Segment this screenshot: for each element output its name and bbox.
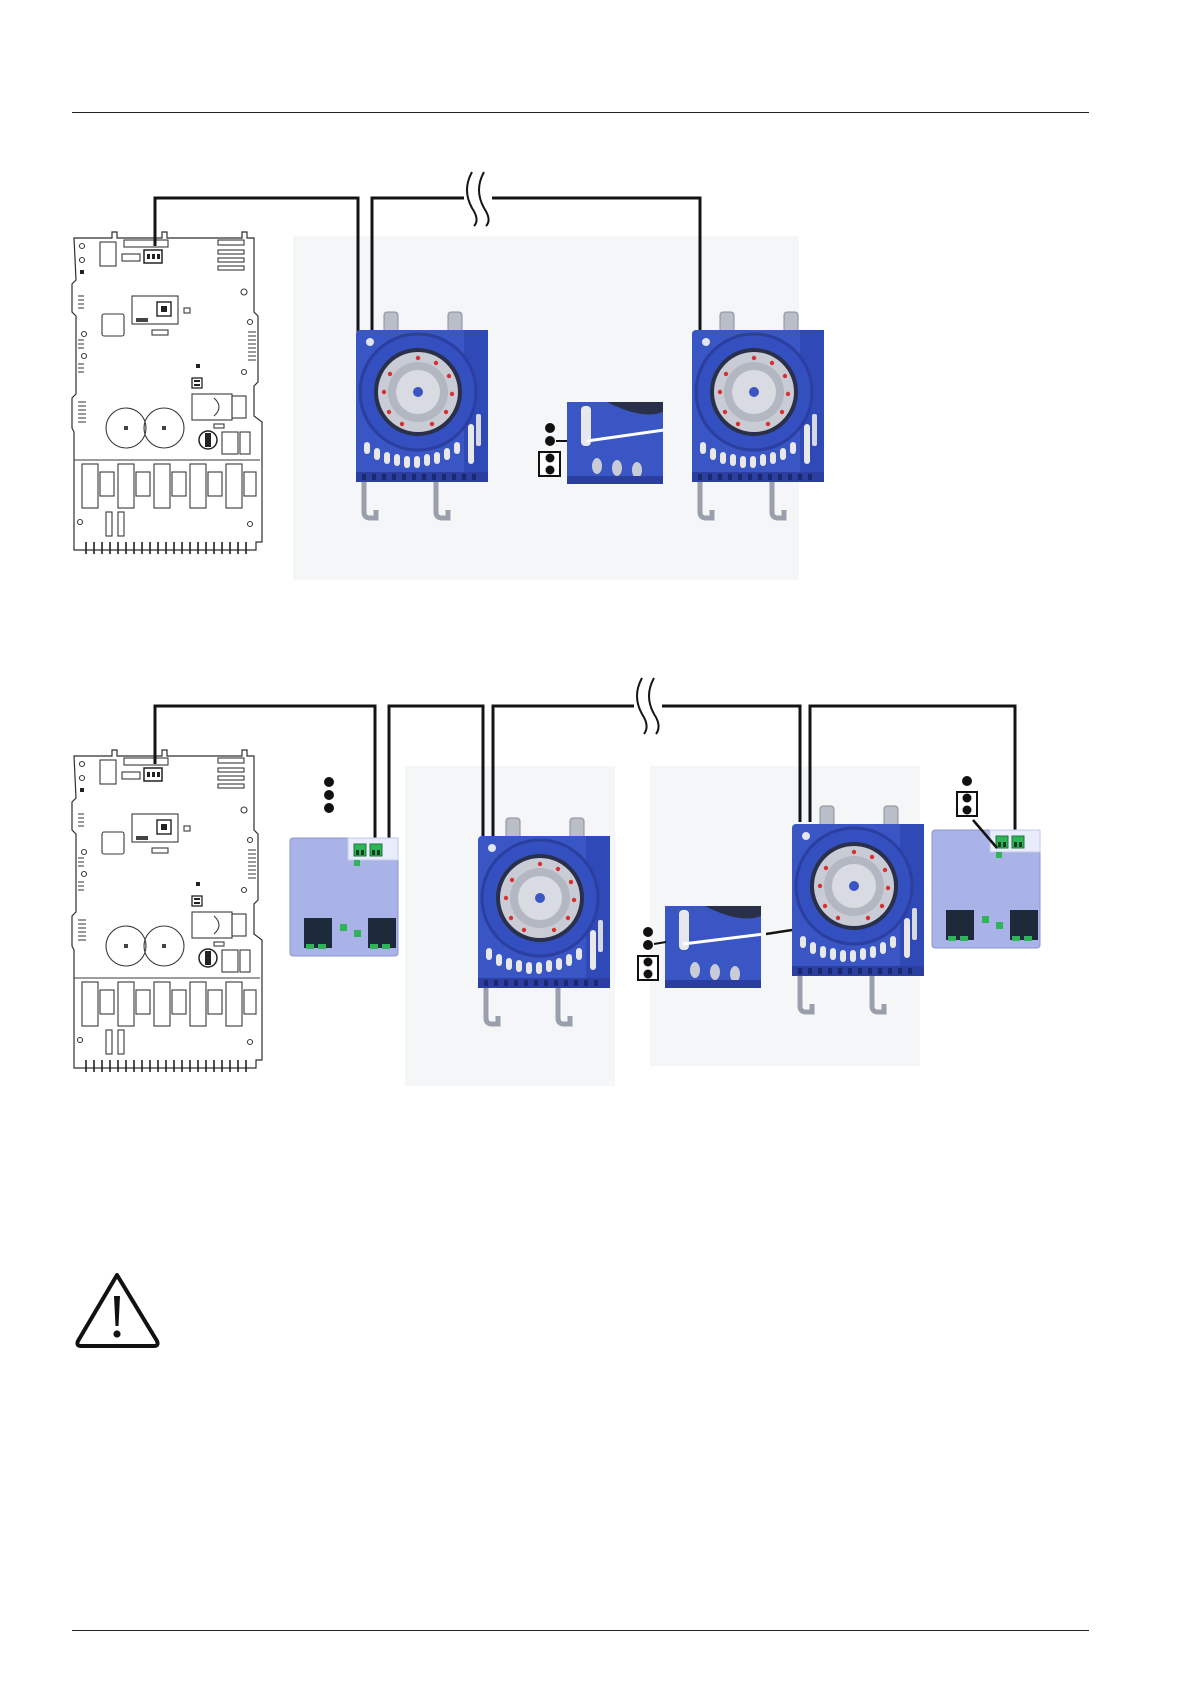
jumper-inset bbox=[567, 402, 663, 484]
expansion-module bbox=[932, 830, 1040, 948]
wire-break-icon bbox=[634, 678, 662, 734]
jumper-inset bbox=[665, 906, 761, 988]
jumper-open-icon bbox=[324, 777, 334, 813]
warning-triangle-icon bbox=[77, 1275, 157, 1346]
diagram-2 bbox=[72, 678, 1040, 1086]
diagram-1 bbox=[72, 172, 824, 580]
wire-break-icon bbox=[464, 172, 492, 226]
main-board bbox=[72, 750, 262, 1072]
expansion-module bbox=[290, 838, 398, 956]
main-board bbox=[72, 232, 262, 554]
